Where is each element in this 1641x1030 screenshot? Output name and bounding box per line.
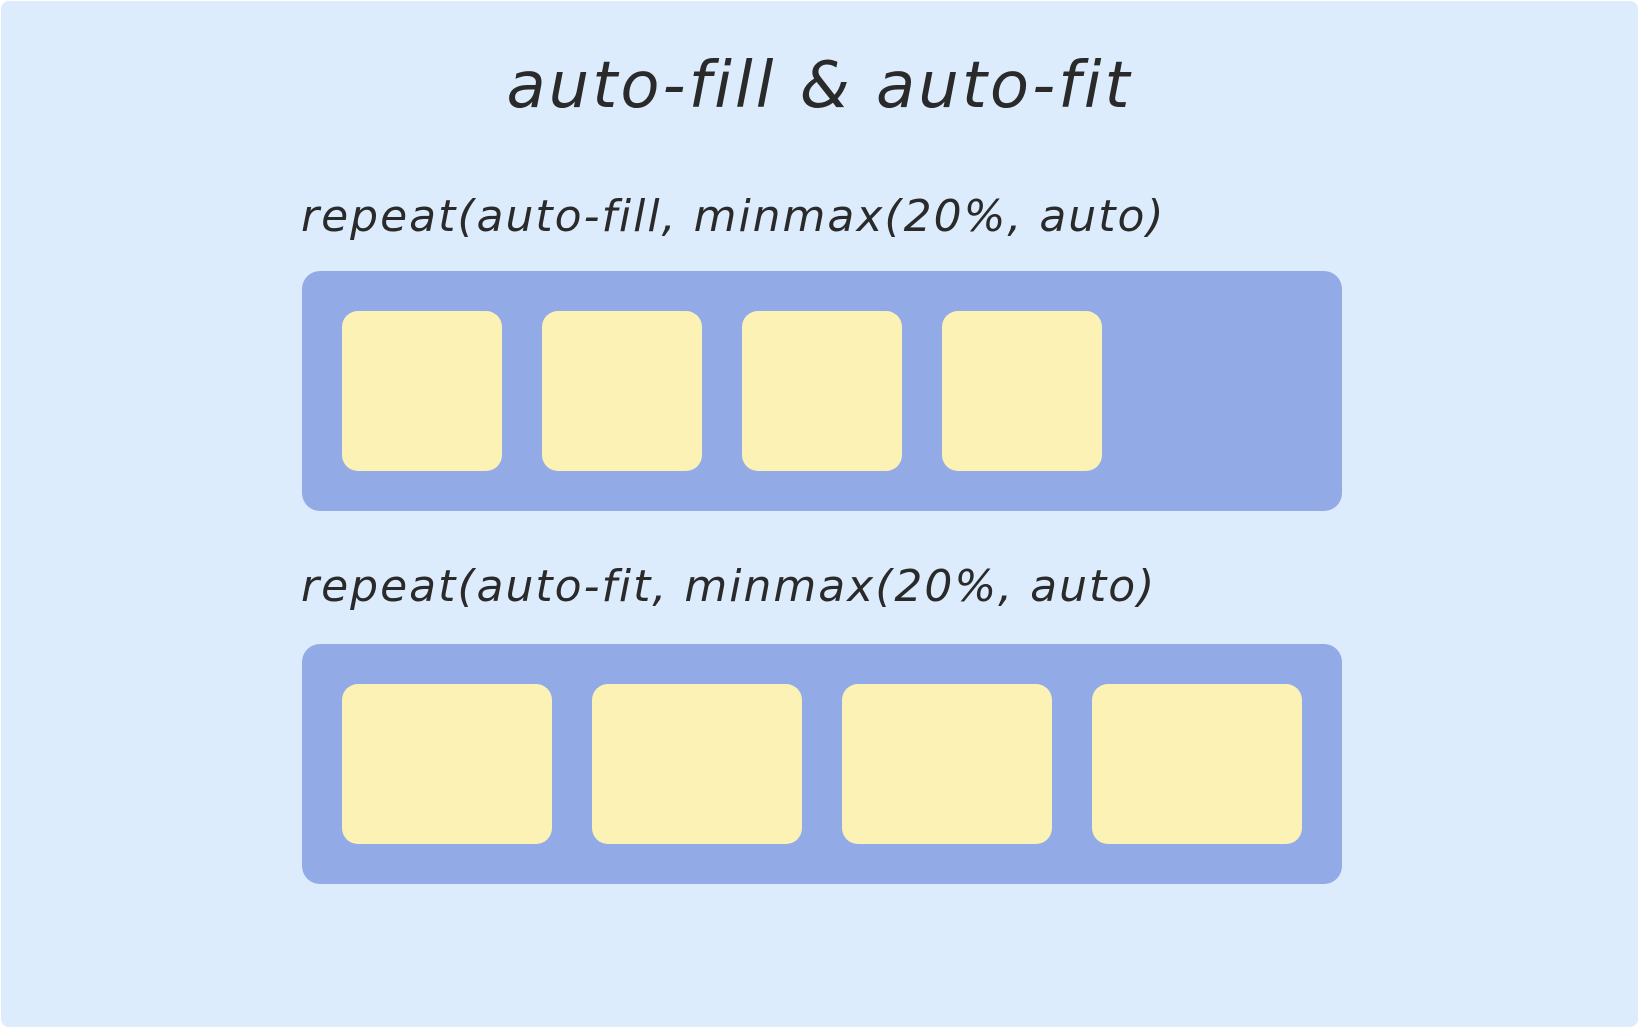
auto-fit-grid-item: [342, 684, 552, 844]
auto-fill-grid-item: [542, 311, 702, 471]
auto-fit-grid-container: [302, 644, 1342, 884]
auto-fill-grid-item: [342, 311, 502, 471]
auto-fill-label: repeat(auto-fill, minmax(20%, auto): [301, 191, 1166, 242]
diagram-title: auto-fill & auto-fit: [506, 49, 1133, 123]
auto-fill-grid-container: [302, 271, 1342, 511]
auto-fit-grid-item: [592, 684, 802, 844]
auto-fit-label: repeat(auto-fit, minmax(20%, auto): [301, 561, 1157, 612]
auto-fit-grid-item: [842, 684, 1052, 844]
auto-fill-grid-item: [742, 311, 902, 471]
auto-fit-grid-item: [1092, 684, 1302, 844]
auto-fill-grid-item: [942, 311, 1102, 471]
